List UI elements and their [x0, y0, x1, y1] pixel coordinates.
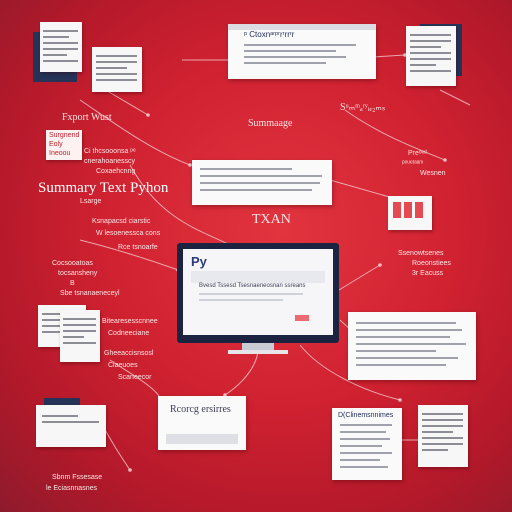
card-label: Rcorcg ersirres — [170, 404, 231, 415]
summage-label: Summaage — [248, 118, 293, 129]
below-caption: Ciaeuoes — [108, 362, 138, 369]
document-icon — [388, 196, 432, 230]
bottom-left-caption: Sbnm Fssesase — [52, 474, 103, 481]
txan-label: TXAN — [252, 212, 291, 227]
window-icon: ᵖ Ctoxnᵃʳᵖʳrʳrrʳr — [228, 24, 376, 79]
below-caption: Gheeaccisnsosl — [104, 350, 154, 357]
mid-left-caption: W lesoenessca cons — [96, 230, 161, 237]
document-icon — [40, 22, 82, 72]
below-caption: Codneeciane — [108, 330, 150, 337]
right-caption: Wesnen — [420, 170, 446, 177]
main-subtitle: Lsarge — [80, 198, 102, 205]
window-icon — [348, 312, 476, 380]
arrow-icon — [129, 164, 231, 246]
monitor-stand — [242, 343, 274, 351]
monitor-base — [228, 350, 288, 354]
screen-line: Bvesd Tssesd Tsesnaeneosnan ssreans — [199, 283, 306, 289]
arrow-icon — [299, 344, 401, 401]
monitor-screen: Py Bvesd Tssesd Tsesnaeneosnan ssreans — [183, 249, 333, 335]
folder-icon — [36, 405, 106, 447]
monitor-icon: Py Bvesd Tssesd Tsesnaeneosnan ssreans — [177, 243, 339, 343]
left-column: tocsansheny — [58, 270, 98, 277]
mid-left-caption: Rce tsnoarfe — [118, 244, 158, 251]
below-caption: Scaneecor — [118, 374, 152, 381]
top-doc-title: ᵖ Ctoxnᵃʳᵖʳrʳrrʳr — [244, 30, 295, 39]
export-label: Fxport Wust — [62, 112, 112, 123]
caption-top: cnerahoanesscy — [84, 158, 135, 165]
window-icon — [192, 160, 332, 205]
right-caption: ᵖᵒᵘᵉᵗᵃᵃᵐ — [402, 160, 424, 167]
main-title: Summary Text Pyhon — [38, 180, 169, 196]
right-caption: Preᵒᵉᵈ — [408, 150, 427, 157]
caption-top: Coxaehcnng — [96, 168, 136, 175]
left-column: Sbe tsnanaeneceyl — [60, 290, 120, 297]
left-column: B — [70, 280, 75, 287]
right-doc-title: D(Clinemsnnimes — [338, 412, 394, 419]
document-icon — [418, 405, 468, 467]
left-column: Cocsooatoas — [52, 260, 93, 267]
document-icon — [406, 26, 456, 86]
arrow-icon — [224, 351, 259, 396]
screen-brand: Py — [191, 254, 207, 269]
note-card: Surgnend Eoly Ineoou — [46, 130, 82, 160]
below-caption: Bitearesesscnnee — [102, 318, 158, 325]
window-icon: D(Clinemsnnimes — [332, 408, 402, 480]
mid-left-caption: Ksnapacsd ciarstic — [92, 218, 151, 225]
process-card: Rcorcg ersirres — [158, 396, 246, 450]
bottom-left-caption: le Eciasnnasnes — [46, 485, 97, 492]
document-icon — [92, 47, 142, 92]
right-mid-caption: 3r Eacuss — [412, 270, 444, 277]
arrow-icon — [344, 109, 446, 161]
arrow-icon — [79, 99, 191, 166]
arrow-icon — [439, 89, 471, 106]
arrow-icon — [79, 239, 179, 271]
right-mid-caption: Roeonstiees — [412, 260, 451, 267]
arrow-icon — [338, 264, 381, 291]
caption-top: Ci thcsooonsa ᵖᵉ — [84, 148, 136, 155]
document-icon — [60, 310, 100, 362]
right-mid-caption: Ssenowtsenes — [398, 250, 444, 257]
summary-right-label: Sᵘₘᵐₐʳʸᵢₑ₂ₘₛ — [340, 102, 386, 113]
